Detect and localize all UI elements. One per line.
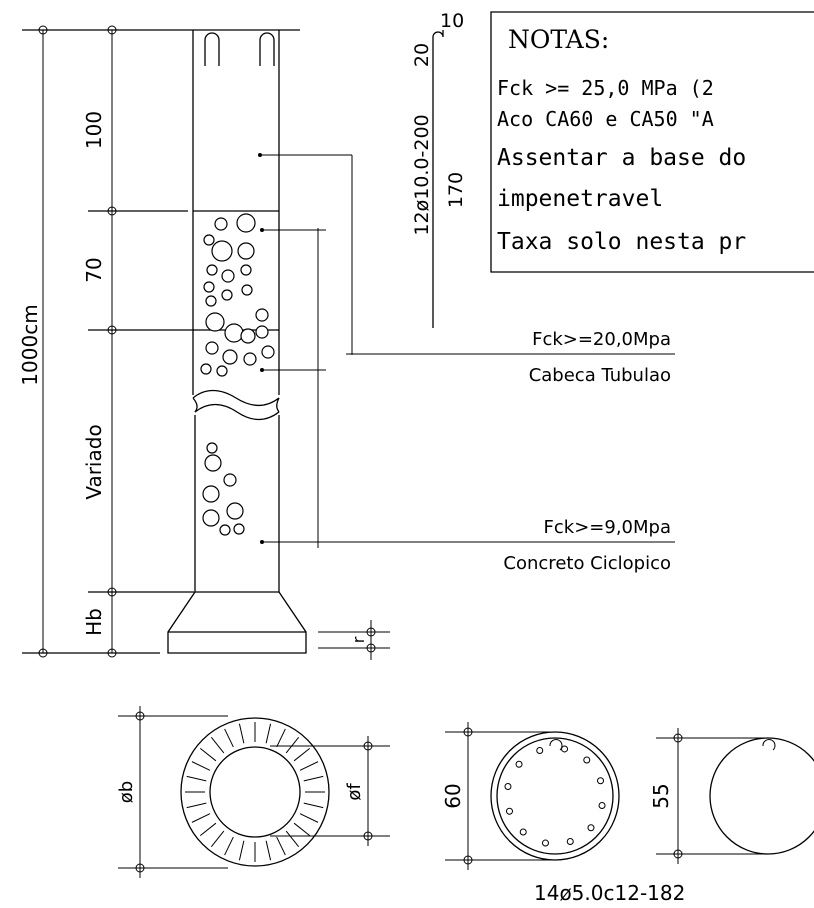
notes-line-2: Aco CA60 e CA50 "A: [497, 107, 714, 131]
notes-line-4: impenetravel: [497, 186, 663, 212]
dim-variable-label: Variado: [82, 424, 106, 499]
inner-diameter-label: 55: [649, 783, 673, 808]
rebar-leg: 20: [411, 43, 433, 67]
inner-section: 55: [649, 728, 814, 864]
base-diameter-label: øb: [116, 781, 137, 803]
hatch-line: [299, 761, 319, 771]
rebar-dot: [597, 777, 605, 785]
shaft-name-label: Concreto Ciclopico: [503, 553, 671, 574]
head-name-label: Cabeca Tubulao: [529, 365, 671, 386]
hatch-line: [186, 802, 207, 809]
head-section: 60: [441, 722, 620, 870]
hatch-line: [276, 836, 286, 856]
hatch-line: [199, 822, 217, 837]
hatch-line: [191, 761, 211, 771]
hatch-line: [265, 840, 272, 861]
notes-line-3: Assentar a base do: [497, 145, 746, 171]
dim-base-label: Hb: [82, 608, 106, 636]
rebar-length: 170: [445, 172, 467, 208]
leaders: r: [258, 153, 675, 660]
hatch-line: [199, 747, 217, 762]
hatch-line: [238, 840, 245, 861]
hatch-line: [210, 830, 225, 848]
rebar-dot: [536, 746, 544, 754]
tubulao-column: [167, 30, 307, 654]
hatch-line: [238, 723, 245, 744]
rebar-dot: [583, 756, 591, 764]
hatch-line: [303, 775, 324, 782]
hatch-line: [293, 747, 311, 762]
dim-r-label: r: [349, 636, 368, 643]
rebar-main: 12ø10.0-200: [411, 114, 433, 235]
hatch-line: [285, 830, 300, 848]
hatch-line: [303, 802, 324, 809]
hatch-line: [285, 736, 300, 754]
rebar-dot: [566, 838, 574, 846]
rebar-hook: 10: [440, 10, 464, 32]
hatch-line: [276, 728, 286, 748]
head-fck-label: Fck>=20,0Mpa: [532, 329, 671, 350]
hatch-line: [299, 813, 319, 823]
rebar-dot: [519, 828, 527, 836]
rebar-dot: [505, 807, 513, 815]
dim-total-label: 1000cm: [18, 304, 42, 385]
hatch-line: [210, 736, 225, 754]
shaft-aggregates: [202, 442, 245, 536]
hatch-line: [224, 836, 234, 856]
shaft-fck-label: Fck>=9,0Mpa: [544, 517, 671, 538]
dimension-chain: 1000cm 100 70 Variado Hb: [18, 25, 300, 658]
dim-mid-label: 70: [82, 257, 106, 282]
hatch-line: [191, 813, 211, 823]
notes-box: NOTAS: Fck >= 25,0 MPa (2 Aco CA60 e CA5…: [490, 11, 814, 273]
dim-top-label: 100: [82, 111, 106, 149]
notes-line-1: Fck >= 25,0 MPa (2: [497, 76, 714, 100]
rebar-dot: [504, 782, 512, 790]
base-section: øb øf: [116, 706, 390, 878]
head-aggregates: [200, 213, 275, 377]
rebar-spec: 10 20 12ø10.0-200 170: [411, 10, 467, 328]
head-diameter-label: 60: [441, 783, 465, 808]
rebar-dot: [561, 745, 569, 753]
shaft-diameter-label: øf: [344, 783, 365, 801]
hatch-line: [293, 822, 311, 837]
rebar-dot: [515, 760, 523, 768]
stirrups-label: 14ø5.0c12-182: [534, 881, 685, 905]
hatch-line: [186, 775, 207, 782]
hatch-line: [224, 728, 234, 748]
notes-title: NOTAS:: [508, 25, 609, 54]
hatch-line: [265, 723, 272, 744]
rebar-dot: [598, 802, 606, 810]
notes-line-5: Taxa solo nesta pr: [497, 229, 746, 255]
rebar-dot: [541, 839, 549, 847]
material-labels: Fck>=20,0Mpa Cabeca Tubulao Fck>=9,0Mpa …: [503, 329, 671, 574]
rebar-dot: [587, 824, 595, 832]
